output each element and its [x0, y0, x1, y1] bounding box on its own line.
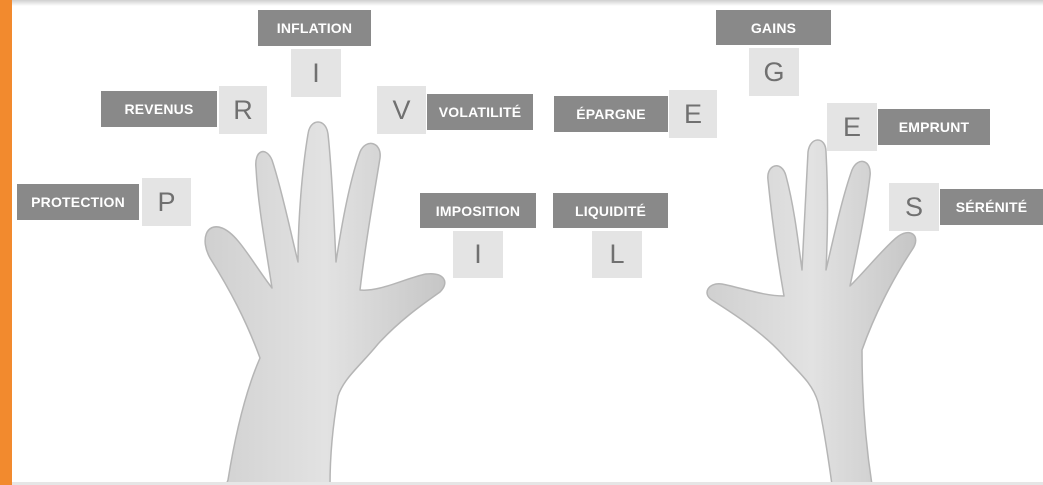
letter-e-epargne: E — [669, 90, 717, 138]
label-protection: PROTECTION — [17, 184, 139, 220]
left-hand-icon — [205, 122, 445, 485]
label-emprunt: EMPRUNT — [878, 109, 990, 145]
label-liquidite: LIQUIDITÉ — [553, 193, 668, 228]
letter-e-emprunt: E — [827, 103, 877, 151]
letter-l: L — [592, 231, 642, 278]
right-hand-icon — [707, 140, 916, 485]
label-revenus: REVENUS — [101, 91, 217, 127]
letter-r: R — [219, 86, 267, 134]
letter-p: P — [142, 178, 191, 226]
label-imposition: IMPOSITION — [420, 193, 536, 228]
letter-i-imposition: I — [453, 231, 503, 278]
letter-g: G — [749, 48, 799, 96]
label-epargne: ÉPARGNE — [554, 96, 668, 132]
label-inflation: INFLATION — [258, 10, 371, 46]
letter-s: S — [889, 183, 939, 231]
label-volatilite: VOLATILITÉ — [427, 94, 533, 130]
label-serenite: SÉRÉNITÉ — [940, 189, 1043, 225]
label-gains: GAINS — [716, 10, 831, 45]
letter-v: V — [377, 86, 426, 134]
letter-i-inflation: I — [291, 49, 341, 97]
